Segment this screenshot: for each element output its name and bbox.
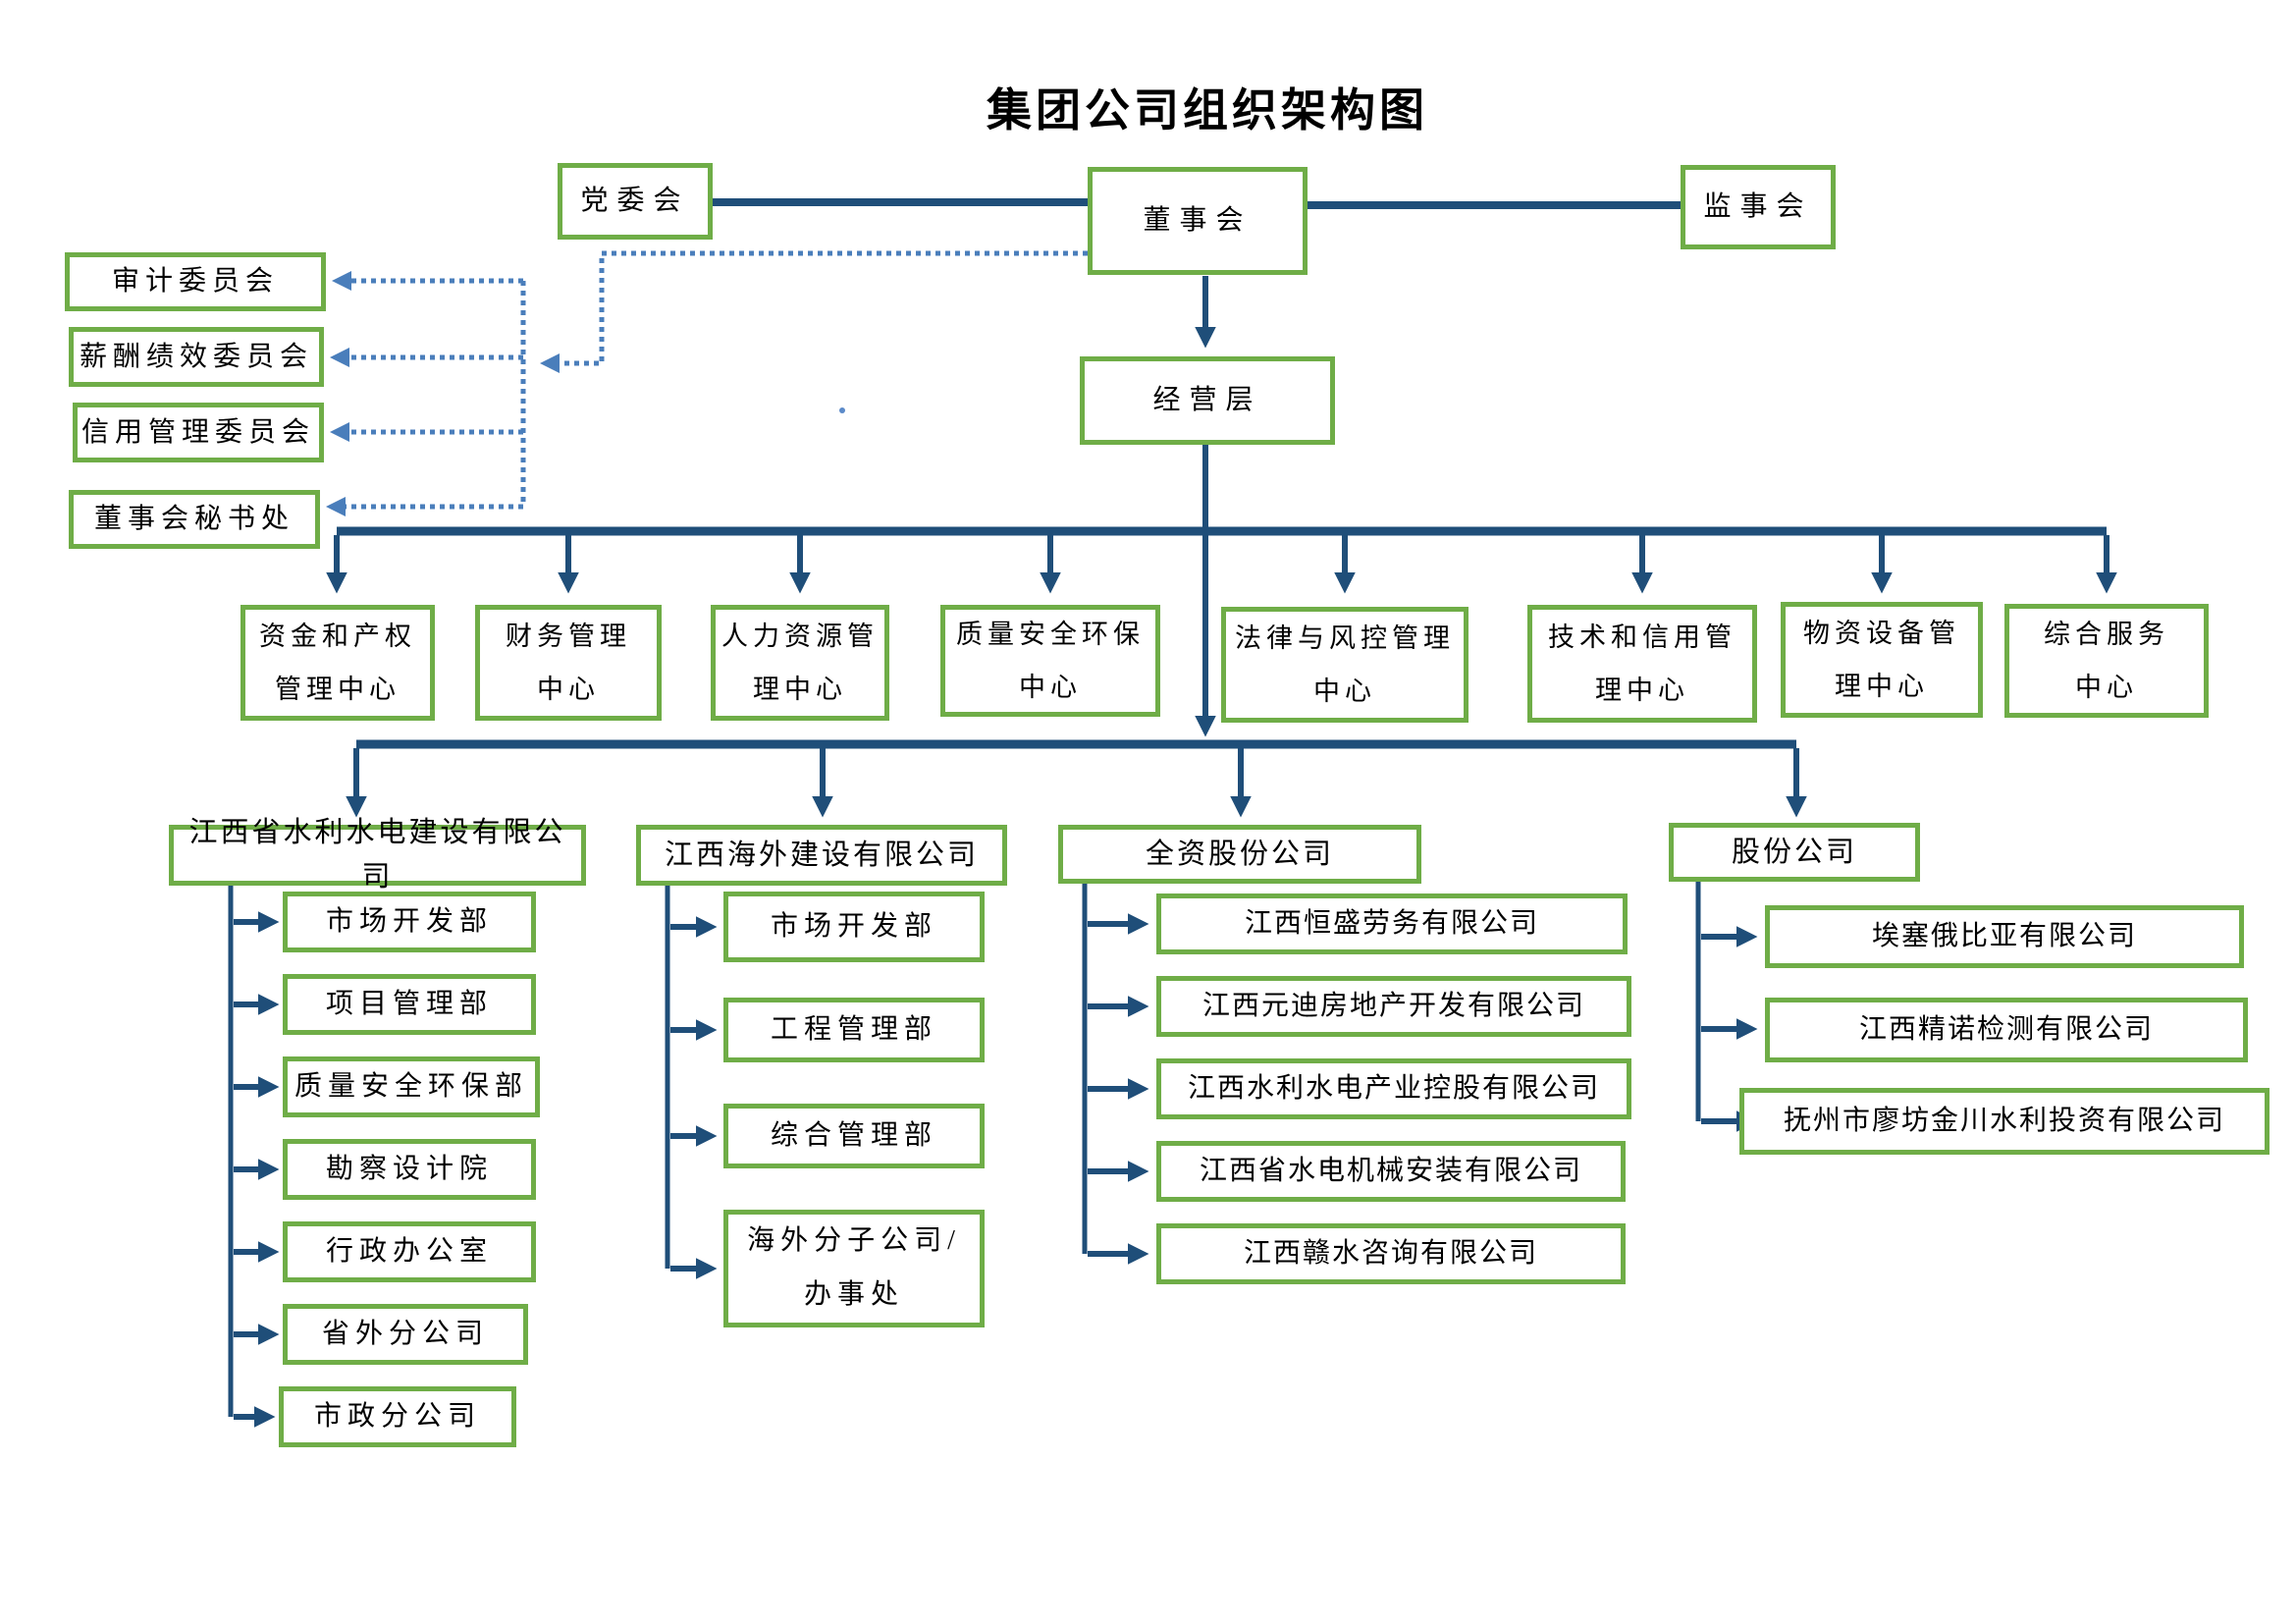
dotted-board-elbow — [540, 250, 1088, 373]
box-center-capital-property: 资金和产权 管理中心 — [240, 605, 435, 721]
box-center-materials-equipment: 物资设备管 理中心 — [1781, 602, 1983, 718]
box-col3-yuandi-realestate: 江西元迪房地产开发有限公司 — [1156, 976, 1631, 1037]
box-center-quality-safety: 质量安全环保 中心 — [940, 605, 1160, 717]
box-subsidiary-shareholding: 股份公司 — [1669, 823, 1920, 882]
box-col1-market-dev: 市场开发部 — [283, 892, 536, 952]
box-col4-ethiopia: 埃塞俄比亚有限公司 — [1765, 905, 2244, 968]
box-col4-liaofang-jinchuan: 抚州市廖坊金川水利投资有限公司 — [1739, 1088, 2269, 1155]
box-col2-market-dev: 市场开发部 — [723, 892, 985, 962]
box-board-secretariat: 董事会秘书处 — [69, 490, 320, 549]
box-col3-hydro-industry-holding: 江西水利水电产业控股有限公司 — [1156, 1058, 1631, 1119]
dotted-connectors — [326, 250, 1088, 516]
box-subsidiary-wholly-owned: 全资股份公司 — [1058, 825, 1421, 884]
box-col1-quality-safety-env: 质量安全环保部 — [283, 1056, 540, 1117]
box-management: 经营层 — [1080, 356, 1335, 445]
box-center-legal-risk: 法律与风控管理 中心 — [1221, 607, 1468, 723]
box-board: 董事会 — [1088, 167, 1308, 275]
box-party-committee: 党委会 — [558, 163, 713, 240]
box-center-hr: 人力资源管 理中心 — [711, 605, 889, 721]
box-col4-jingnuo-testing: 江西精诺检测有限公司 — [1765, 998, 2248, 1062]
box-col2-engineering-mgmt: 工程管理部 — [723, 998, 985, 1062]
box-col1-municipal-branch: 市政分公司 — [279, 1386, 516, 1447]
box-committee-compensation: 薪酬绩效委员会 — [69, 327, 324, 387]
box-committee-audit: 审计委员会 — [65, 252, 326, 311]
box-center-general-services: 综合服务 中心 — [2004, 604, 2209, 718]
box-col1-survey-design: 勘察设计院 — [283, 1139, 536, 1200]
box-col2-overseas-branches: 海外分子公司/ 办事处 — [723, 1210, 985, 1327]
stray-dot — [839, 407, 845, 413]
box-col1-out-province-branch: 省外分公司 — [283, 1304, 528, 1365]
box-committee-credit: 信用管理委员会 — [73, 403, 324, 462]
box-col1-admin-office: 行政办公室 — [283, 1221, 536, 1282]
box-col1-project-mgmt: 项目管理部 — [283, 974, 536, 1035]
box-supervisory: 监事会 — [1681, 165, 1836, 249]
box-center-finance: 财务管理 中心 — [475, 605, 662, 721]
box-subsidiary-hydro-construction: 江西省水利水电建设有限公司 — [169, 817, 586, 893]
box-col2-general-mgmt: 综合管理部 — [723, 1104, 985, 1168]
chart-title: 集团公司组织架构图 — [987, 84, 1428, 135]
box-col3-ganshui-consulting: 江西赣水咨询有限公司 — [1156, 1223, 1626, 1284]
solid-connectors — [228, 198, 2117, 1428]
box-col3-hydropower-machinery: 江西省水电机械安装有限公司 — [1156, 1141, 1626, 1202]
box-col3-hengsheng-labor: 江西恒盛劳务有限公司 — [1156, 893, 1628, 954]
box-subsidiary-overseas: 江西海外建设有限公司 — [636, 825, 1007, 886]
box-center-tech-credit: 技术和信用管 理中心 — [1527, 605, 1757, 723]
